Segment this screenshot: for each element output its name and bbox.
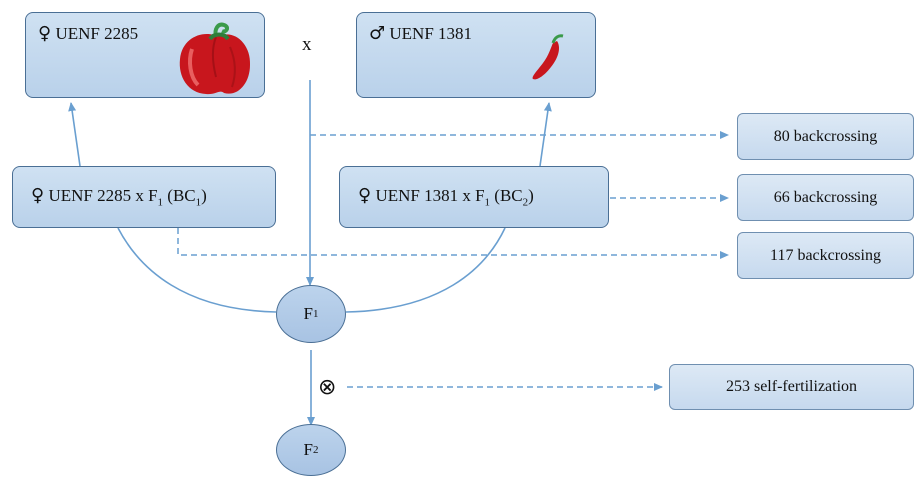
male-symbol: ♂ <box>369 23 386 44</box>
dashed-arrow-117 <box>177 228 729 259</box>
cross-symbol: x <box>302 34 312 55</box>
male-parent-box: ♂ UENF 1381 <box>356 12 596 98</box>
bc2-label: ♀ UENF 1381 x F1 (BC2) <box>358 185 534 209</box>
female-parent-box: ♀ UENF 2285 <box>25 12 265 98</box>
result-66-backcrossing: 66 backcrossing <box>737 174 914 221</box>
result-253-self-fertilization: 253 self-fertilization <box>669 364 914 410</box>
female-symbol: ♀ <box>31 185 45 206</box>
bc1-box: ♀ UENF 2285 x F1 (BC1) <box>12 166 276 228</box>
selfing-symbol: ⊗ <box>318 375 337 400</box>
female-parent-label: ♀ UENF 2285 <box>38 23 139 44</box>
curve-f1-to-bc2 <box>345 227 506 313</box>
male-parent-label: ♂ UENF 1381 <box>369 23 473 44</box>
result-80-backcrossing: 80 backcrossing <box>737 113 914 160</box>
curve-f1-to-bc1 <box>117 227 277 313</box>
bell-pepper-icon <box>179 22 251 95</box>
bc2-box: ♀ UENF 1381 x F1 (BC2) <box>339 166 609 228</box>
female-symbol: ♀ <box>358 185 372 206</box>
arrow-bc1-to-female-parent <box>68 102 81 167</box>
chili-pepper-icon <box>532 34 564 80</box>
bc1-label: ♀ UENF 2285 x F1 (BC1) <box>31 185 207 209</box>
female-symbol: ♀ <box>38 23 52 44</box>
result-117-backcrossing: 117 backcrossing <box>737 232 914 279</box>
